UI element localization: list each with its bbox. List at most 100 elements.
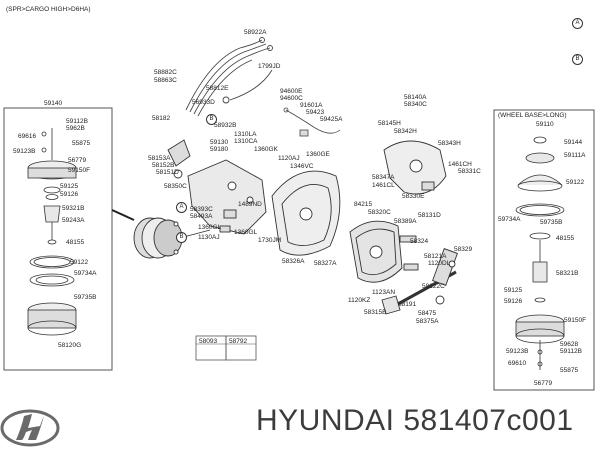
part-label: 58145H [378, 120, 401, 127]
part-label: 58812E [206, 85, 229, 92]
anchor-bracket [167, 139, 267, 235]
part-label: 58393C [190, 206, 213, 213]
part-label: 55875 [560, 367, 579, 374]
part-label: 58120G [58, 342, 82, 349]
callout-a-center: A [176, 202, 187, 213]
part-label: 56933D [192, 99, 215, 106]
part-label: 58792 [229, 338, 248, 345]
part-label: 58320C [368, 209, 391, 216]
part-number-title: HYUNDAI 581407c001 [256, 404, 574, 437]
callout-a-top: A [572, 18, 583, 29]
part-label: 59123B [13, 148, 36, 155]
part-label: 58140A [404, 94, 427, 101]
part-label: 58329 [454, 246, 473, 253]
part-label: 1489ND [238, 201, 262, 208]
part-label: 59126 [504, 298, 523, 305]
backing-plate [271, 170, 341, 256]
part-label: 58863C [154, 77, 177, 84]
part-label: 59112B [560, 348, 582, 355]
part-label: 58324 [410, 238, 429, 245]
left-chamber-parts [27, 128, 77, 336]
part-label: 5962B [66, 125, 85, 132]
part-label: 58330E [402, 193, 425, 200]
variant-header: (SPR>CARGO HIGH>D6HA) [6, 6, 91, 13]
part-label: 59150F [68, 167, 91, 174]
part-label: 59144 [564, 139, 583, 146]
part-label: 1120DL [428, 260, 451, 267]
brake-shoes [349, 220, 419, 283]
part-label: 58922A [244, 29, 267, 36]
part-label: 58340C [404, 101, 427, 108]
part-label: 58882C [154, 69, 177, 76]
part-label: 1123AN [372, 289, 396, 296]
part-label: 59126 [60, 191, 79, 198]
hyundai-logo [0, 409, 60, 447]
part-label: 1461CL [372, 182, 395, 189]
part-label: 59150F [564, 317, 587, 324]
part-label: 48155 [66, 239, 85, 246]
part-label: 84215 [354, 201, 373, 208]
part-label: 58350C [164, 183, 187, 190]
part-label: 59123B [506, 348, 529, 355]
part-label: 59180 [210, 146, 229, 153]
brake-hoses [185, 37, 273, 117]
part-label: 58342H [394, 128, 417, 135]
part-label: 59122 [70, 259, 89, 266]
part-label: 94600C [280, 95, 303, 102]
part-label: 59321B [62, 205, 85, 212]
part-label: 59735B [540, 219, 563, 226]
part-label: 1730JM [258, 237, 282, 244]
part-label: 58343H [438, 140, 461, 147]
part-label: 58121A [424, 253, 447, 260]
callout-b-hose: B [206, 114, 217, 125]
part-label: 59628 [560, 341, 579, 348]
part-label: 58093 [199, 338, 218, 345]
part-label: 59423 [306, 109, 325, 116]
part-label: 1360GL [234, 229, 258, 236]
part-label: 59125 [60, 183, 79, 190]
right-box-title: 59110 [536, 121, 554, 128]
part-label: 58152B [152, 162, 175, 169]
part-label: 58347A [372, 174, 395, 181]
part-label: 59735B [74, 294, 97, 301]
part-label: 58327A [314, 260, 337, 267]
part-label: 59734A [498, 216, 521, 223]
part-label: 58389A [394, 218, 417, 225]
right-box-header: (WHEEL BASE>LONG) [498, 112, 567, 119]
part-label: 1799JD [258, 63, 281, 70]
left-box-title: 59140 [44, 100, 63, 107]
part-label: 69616 [18, 133, 37, 140]
callout-b-center: B [176, 232, 187, 243]
part-label: 1310LA [234, 131, 257, 138]
part-label: 59130 [210, 139, 229, 146]
part-label: 59425A [320, 116, 343, 123]
part-label: 1130AJ [198, 234, 220, 241]
part-label: 1360GK [254, 146, 278, 153]
part-label: 48155 [556, 235, 575, 242]
part-label: 58475 [418, 310, 437, 317]
camshaft [381, 248, 458, 315]
part-label: 58331C [458, 168, 481, 175]
part-label: 58131D [418, 212, 441, 219]
sensor-wire [283, 107, 341, 137]
part-label: 58315B [364, 309, 387, 316]
part-label: 1120AJ [278, 155, 300, 162]
part-label: 58182 [152, 115, 171, 122]
part-label: 1360GE [306, 151, 330, 158]
part-label: 58153A [148, 155, 171, 162]
part-label: 58321B [556, 270, 579, 277]
part-label: 59243A [62, 217, 85, 224]
part-label: 55875 [72, 140, 91, 147]
part-label: 1310CA [234, 138, 258, 145]
part-label: 58375A [416, 318, 439, 325]
part-label: 1120KZ [348, 297, 371, 304]
part-label: 91601A [300, 102, 323, 109]
part-label: 58493A [190, 213, 213, 220]
brake-chamber-center [133, 217, 211, 259]
part-label: 69610 [508, 360, 527, 367]
callout-b-top: B [572, 54, 583, 65]
part-label: 59122 [566, 179, 585, 186]
part-label: 58122C [422, 283, 445, 290]
part-label: 59125 [504, 287, 523, 294]
part-label: 58191 [398, 301, 417, 308]
